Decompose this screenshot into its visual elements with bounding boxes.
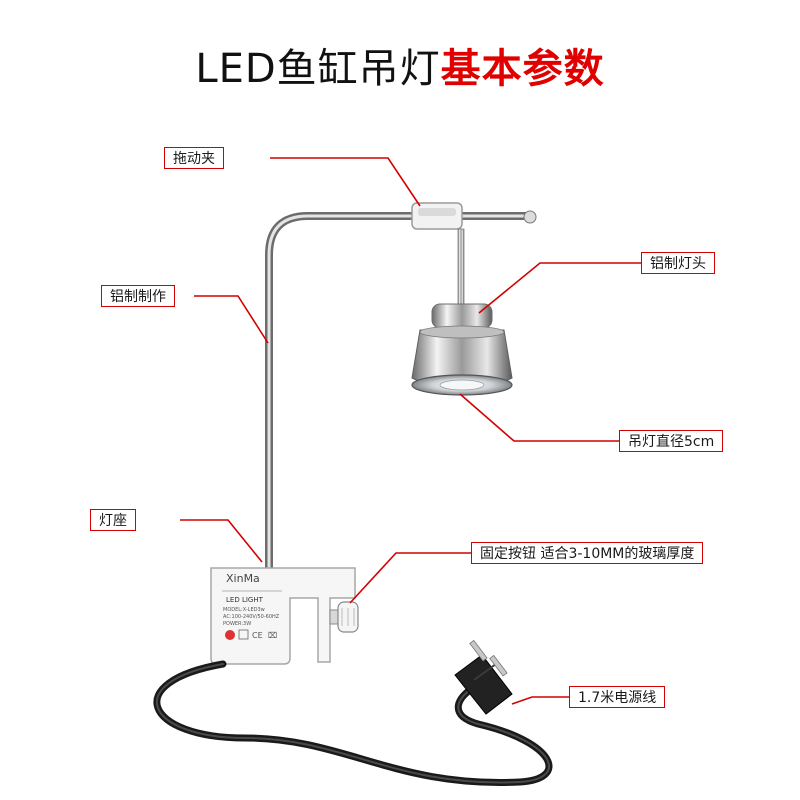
label-aluminum-arm: 铝制制作 xyxy=(101,285,175,307)
leader-drag-clip xyxy=(270,157,421,207)
leader-aluminum-head xyxy=(478,262,642,314)
hanging-rod xyxy=(457,228,465,312)
drag-clip[interactable] xyxy=(411,202,463,230)
leader-lines xyxy=(180,157,642,705)
base-input: AC:100-240V/50-60HZ xyxy=(223,614,280,620)
title-product: LED鱼缸吊灯 xyxy=(195,46,441,92)
lamp-head xyxy=(411,303,513,396)
leader-fix-button xyxy=(349,552,472,604)
leader-diameter xyxy=(459,393,620,442)
base-power: POWER:3W xyxy=(223,621,251,627)
label-diameter: 吊灯直径5cm xyxy=(619,430,724,452)
ce-mark-icon: CE xyxy=(252,631,263,640)
leader-aluminum-arm xyxy=(194,295,269,344)
fixing-knob[interactable] xyxy=(329,601,359,633)
double-insulation-icon xyxy=(238,629,249,640)
cert-mark-icon xyxy=(225,630,235,640)
leader-power-cord xyxy=(511,696,570,705)
label-drag-clip: 拖动夹 xyxy=(164,147,224,169)
leader-base xyxy=(180,519,263,563)
label-fix-button: 固定按钮 适合3-10MM的玻璃厚度 xyxy=(471,542,704,564)
title-parameters: 基本参数 xyxy=(440,46,605,92)
power-plug-icon xyxy=(454,639,513,715)
base-product: LED LIGHT xyxy=(226,596,264,604)
page-title: LED鱼缸吊灯基本参数 xyxy=(0,36,800,94)
lamp-base: XinMa LED LIGHT MODEL:X-LED3w AC:100-240… xyxy=(210,567,356,665)
base-brand: XinMa xyxy=(226,572,260,585)
aluminum-arm xyxy=(265,210,537,572)
label-base: 灯座 xyxy=(90,509,136,531)
power-cord xyxy=(153,660,553,786)
label-power-cord: 1.7米电源线 xyxy=(569,686,666,708)
weee-bin-icon: ⌧ xyxy=(268,631,277,640)
label-aluminum-head: 铝制灯头 xyxy=(641,252,715,274)
base-model: MODEL:X-LED3w xyxy=(223,607,265,613)
